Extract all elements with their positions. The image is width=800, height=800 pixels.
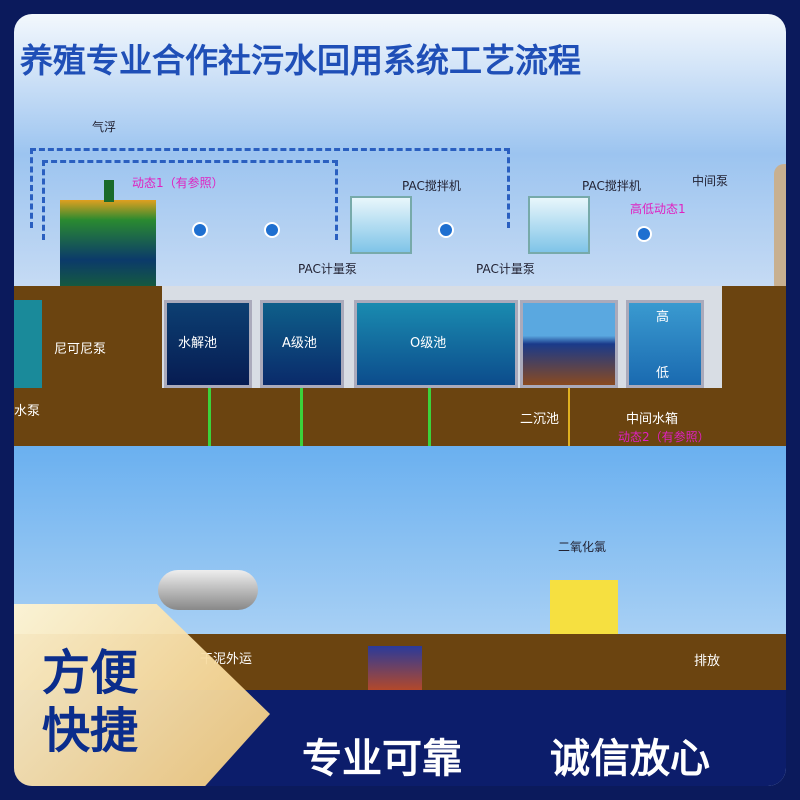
air-pipe — [428, 388, 431, 460]
label-o-tank: O级池 — [410, 336, 447, 351]
slogan-reliable: 专业可靠 — [302, 736, 462, 782]
label-air-float: 气浮 — [92, 120, 117, 134]
label-pac-mixer-2: PAC搅拌机 — [582, 179, 641, 193]
label-water-pump: 水泵 — [14, 404, 41, 419]
pac-mixer-tank-1 — [350, 196, 412, 254]
process-diagram: 养殖专业合作社污水回用系统工艺流程 气浮 动态1（有参照） PAC搅拌机 PAC… — [14, 14, 786, 786]
air-pipe — [208, 388, 211, 460]
label-mid-pump: 中间泵 — [692, 174, 729, 188]
chlorine-dioxide-tank — [550, 580, 618, 636]
air-pipe — [300, 388, 303, 460]
pac-mixer-tank-2 — [528, 196, 590, 254]
air-pipe-inner — [42, 160, 338, 240]
filter-press — [158, 570, 258, 610]
storage-tank — [774, 164, 786, 294]
label-secondary-settling: 二沉池 — [520, 412, 560, 427]
label-dynamic1: 动态1（有参照） — [132, 176, 224, 190]
label-a-tank: A级池 — [282, 336, 317, 351]
air-flotation-unit — [60, 200, 156, 300]
label-nikuni-pump: 尼可尼泵 — [54, 342, 107, 357]
label-low: 低 — [656, 366, 670, 381]
a-tank — [260, 300, 344, 388]
label-chlorine-dioxide: 二氧化氯 — [558, 540, 607, 554]
hydrolysis-tank — [164, 300, 252, 388]
gauge-icon — [264, 222, 280, 238]
label-dynamic2: 动态2（有参照） — [618, 430, 710, 444]
label-hl-dynamic1: 高低动态1 — [630, 202, 686, 216]
diagram-title: 养殖专业合作社污水回用系统工艺流程 — [20, 41, 581, 80]
gauge-icon — [636, 226, 652, 242]
label-pac-pump-2: PAC计量泵 — [476, 262, 535, 276]
promo-tag-text: 方便快捷 — [42, 645, 139, 759]
label-high: 高 — [656, 310, 670, 325]
sludge-tank — [368, 646, 422, 694]
motor-icon — [104, 180, 114, 202]
gauge-icon — [438, 222, 454, 238]
label-mid-tank: 中间水箱 — [626, 412, 679, 427]
label-hydrolysis: 水解池 — [178, 336, 218, 351]
label-pac-mixer-1: PAC搅拌机 — [402, 179, 461, 193]
air-pipe-outer — [30, 148, 510, 228]
gauge-icon — [192, 222, 208, 238]
o-tank — [354, 300, 518, 388]
intermediate-water-tank — [626, 300, 704, 388]
label-pac-pump-1: PAC计量泵 — [298, 262, 357, 276]
secondary-settling-tank — [520, 300, 618, 388]
label-discharge: 排放 — [694, 654, 721, 669]
inlet-tank — [14, 300, 42, 388]
slogan-integrity: 诚信放心 — [550, 736, 710, 782]
